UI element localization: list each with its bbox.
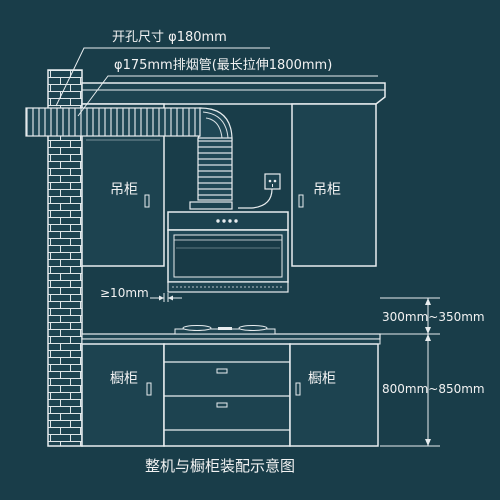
gap-dimension: [150, 293, 182, 302]
wall-cabinet-right: [291, 103, 377, 267]
power-cord: [238, 188, 273, 209]
ceiling-slab: [81, 82, 386, 105]
gap-label: ≥10mm: [100, 286, 149, 300]
range-hood: [167, 201, 289, 293]
base-cabinet-left-label: 橱柜: [110, 371, 138, 387]
counter-height-label: 800mm~850mm: [382, 382, 485, 396]
exhaust-pipe-horizontal: [25, 107, 202, 137]
exhaust-pipe-elbow: [197, 107, 233, 141]
wall-cabinet-left-label: 吊柜: [110, 182, 138, 198]
diagram-caption: 整机与橱柜装配示意图: [145, 457, 296, 475]
exhaust-pipe-label: φ175mm排烟管(最长拉伸1800mm): [114, 58, 333, 73]
wall-cabinet-right-label: 吊柜: [313, 182, 341, 198]
hood-height-label: 300mm~350mm: [382, 310, 485, 324]
hole-size-label: 开孔尺寸 φ180mm: [112, 30, 227, 45]
base-cabinet-drawers: [163, 343, 291, 447]
exhaust-pipe-vertical: [197, 137, 233, 201]
leader-lines: [55, 47, 378, 117]
base-cabinet-left: [81, 343, 165, 447]
gas-stove: [174, 325, 276, 335]
countertop: [81, 333, 381, 345]
base-cabinet-right: [289, 343, 379, 447]
base-cabinet-right-label: 橱柜: [308, 371, 336, 387]
wall-socket: [264, 173, 281, 190]
dimension-arrowheads: [425, 298, 431, 446]
